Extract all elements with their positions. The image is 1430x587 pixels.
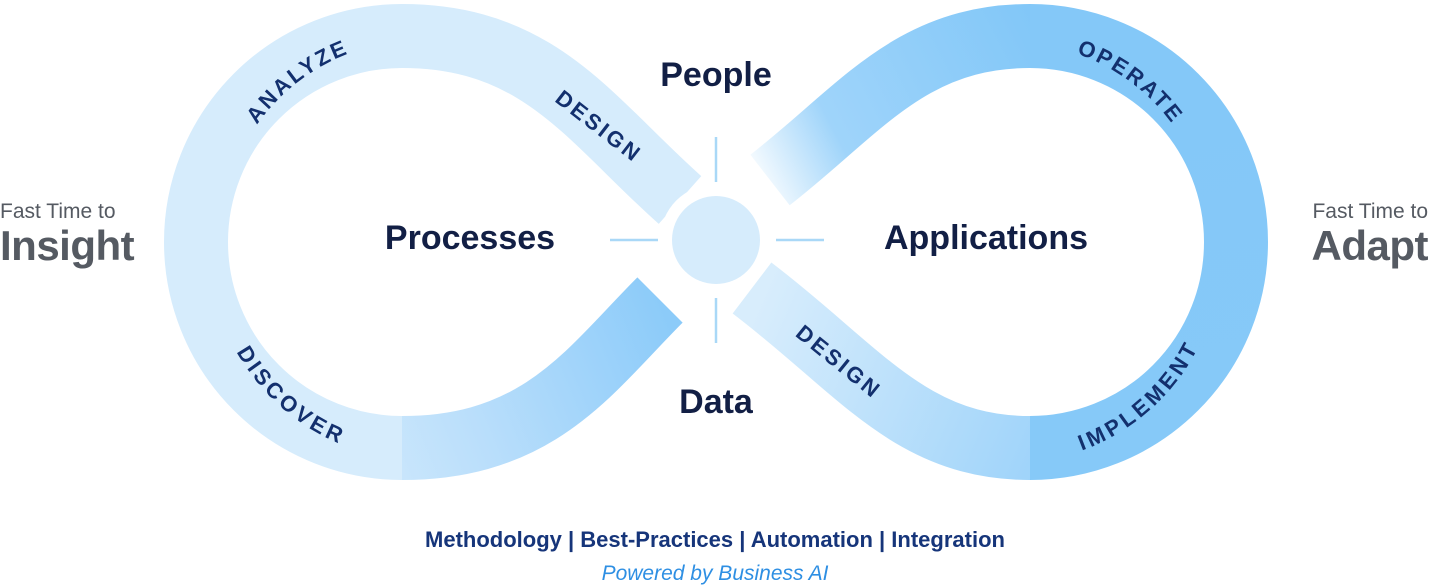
left-side-subtitle: Fast Time to — [0, 200, 116, 223]
center-label-data: Data — [679, 383, 754, 421]
loop-left-upper-diagonal — [401, 4, 702, 224]
right-side-caption: Fast Time to Adapt — [1312, 200, 1429, 268]
loop-left-lower-diagonal — [401, 277, 683, 480]
footer-tagline: Powered by Business AI — [601, 562, 829, 585]
loop-right-arc — [1029, 4, 1268, 480]
center-label-processes: Processes — [385, 219, 555, 257]
loop-band — [164, 4, 1268, 480]
center-hub — [672, 196, 760, 284]
right-side-title: Adapt — [1311, 222, 1429, 269]
left-side-title: Insight — [0, 222, 135, 269]
loop-right-lower-diagonal — [732, 262, 1031, 480]
center-label-applications: Applications — [884, 219, 1088, 257]
center-label-people: People — [660, 56, 771, 94]
footer-pillars: Methodology | Best-Practices | Automatio… — [425, 527, 1005, 552]
right-side-subtitle: Fast Time to — [1312, 200, 1428, 223]
loop-right-upper-diagonal — [750, 4, 1031, 206]
loop-left-arc — [164, 4, 403, 480]
hub-connectors — [610, 137, 824, 343]
left-side-caption: Fast Time to Insight — [0, 200, 135, 269]
